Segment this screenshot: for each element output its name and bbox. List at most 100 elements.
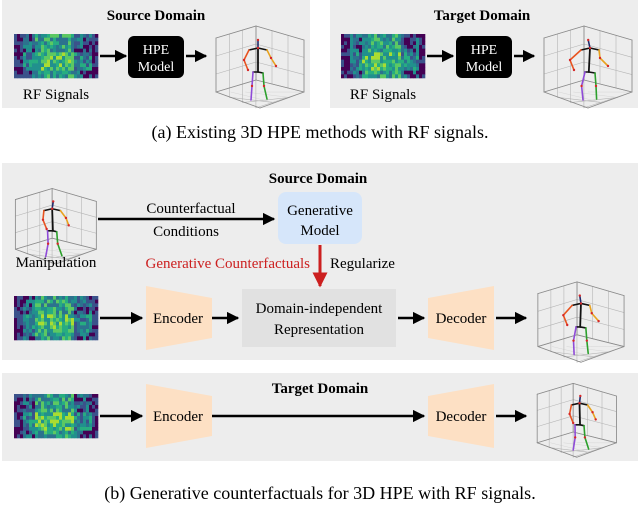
heatmap-cell — [47, 67, 51, 71]
heatmap-cell — [374, 41, 378, 46]
heatmap-cell — [26, 314, 30, 319]
heatmap-cell — [23, 45, 27, 49]
heatmap-cell — [29, 34, 33, 38]
heatmap-cell — [68, 67, 72, 71]
heatmap-cell — [17, 67, 21, 71]
heatmap-cell — [17, 303, 21, 308]
heatmap-cell — [41, 329, 45, 333]
heatmap-cell — [17, 59, 21, 64]
heatmap-cell — [23, 41, 27, 46]
heatmap-cell — [14, 56, 18, 60]
heatmap-cell — [353, 48, 357, 53]
heatmap-cell — [20, 56, 24, 60]
heatmap-cell — [47, 332, 51, 337]
plot-grid-line — [255, 43, 305, 58]
heatmap-cell — [38, 321, 42, 326]
plot-frame-edge — [536, 382, 574, 395]
heatmap-cell — [68, 45, 72, 49]
heatmap-cell — [407, 63, 411, 68]
heatmap-cell — [95, 423, 99, 428]
heatmap-cell — [359, 45, 363, 49]
heatmap-cell — [44, 307, 48, 311]
heatmap-cell — [26, 423, 30, 428]
heatmap-cell — [50, 329, 54, 333]
counterfactual-label-line1: Counterfactual — [146, 201, 235, 217]
heatmap-cell — [53, 401, 57, 406]
heatmap-cell — [398, 74, 402, 79]
heatmap-cell — [65, 336, 69, 341]
heatmap-cell — [74, 299, 78, 304]
heatmap-cell — [17, 329, 21, 333]
heatmap-cell — [365, 37, 369, 42]
heatmap-cell — [401, 59, 405, 64]
plot-grid-line — [563, 351, 611, 358]
heatmap-cell — [83, 412, 87, 417]
heatmap-cell — [56, 394, 60, 398]
heatmap-cell — [92, 329, 96, 333]
heatmap-cell — [422, 37, 426, 42]
heatmap-cell — [59, 310, 63, 315]
heatmap-cell — [77, 63, 81, 68]
heatmap-cell — [44, 52, 48, 57]
heatmap-cell — [419, 48, 423, 53]
heatmap-cell — [77, 325, 81, 330]
heatmap-cell — [371, 48, 375, 53]
heatmap-cell — [26, 45, 30, 49]
heatmap-cell — [83, 332, 87, 337]
heatmap-cell — [17, 45, 21, 49]
heatmap-cell — [23, 70, 27, 75]
heatmap-cell — [77, 427, 81, 431]
heatmap-cell — [23, 63, 27, 68]
heatmap-cell — [77, 397, 81, 402]
heatmap-cell — [77, 419, 81, 424]
heatmap-cell — [404, 45, 408, 49]
plot-grid-line — [15, 221, 53, 233]
heatmap-cell — [38, 296, 42, 300]
heatmap-cell — [89, 296, 93, 300]
heatmap-cell — [344, 48, 348, 53]
heatmap-cell — [347, 41, 351, 46]
plot-grid-line — [51, 204, 97, 218]
heatmap-cell — [80, 318, 84, 322]
heatmap-cell — [377, 70, 381, 75]
heatmap-cell — [362, 41, 366, 46]
heatmap-cell — [74, 52, 78, 57]
heatmap-cell — [350, 45, 354, 49]
heatmap-cell — [29, 325, 33, 330]
heatmap-cell — [92, 48, 96, 53]
heatmap-cell — [71, 325, 75, 330]
heatmap-cell — [371, 41, 375, 46]
skeleton-left-arm — [42, 219, 48, 230]
heatmap-cell — [347, 67, 351, 71]
heatmap-cell — [353, 70, 357, 75]
caption-a: (a) Existing 3D HPE methods with RF sign… — [152, 122, 489, 143]
heatmap-cell — [401, 37, 405, 42]
heatmap-cell — [359, 34, 363, 38]
heatmap-cell — [80, 332, 84, 337]
heatmap-cell — [92, 394, 96, 398]
heatmap-cell — [14, 427, 18, 431]
heatmap-cell — [413, 70, 417, 75]
skeleton-joint — [573, 436, 577, 439]
heatmap-cell — [383, 52, 387, 57]
heatmap-cell — [44, 296, 48, 300]
heatmap-cell — [92, 34, 96, 38]
plot-frame-edge — [537, 346, 582, 363]
skeleton-joint — [45, 227, 48, 231]
heatmap-cell — [14, 310, 18, 315]
heatmap-cell — [62, 56, 66, 60]
heatmap-cell — [77, 332, 81, 337]
heatmap-cell — [35, 332, 39, 337]
heatmap-cell — [89, 397, 93, 402]
heatmap-cell — [92, 423, 96, 428]
heatmap-cell — [50, 318, 54, 322]
heatmap-cell — [17, 63, 21, 68]
heatmap-cell — [44, 401, 48, 406]
heatmap-cell — [53, 314, 57, 319]
heatmap-cell — [23, 336, 27, 341]
heatmap-cell — [35, 37, 39, 42]
skeleton-left-arm — [569, 49, 582, 61]
heatmap-cell — [50, 430, 54, 435]
heatmap-cell — [371, 56, 375, 60]
plot-frame-edge — [536, 442, 578, 458]
